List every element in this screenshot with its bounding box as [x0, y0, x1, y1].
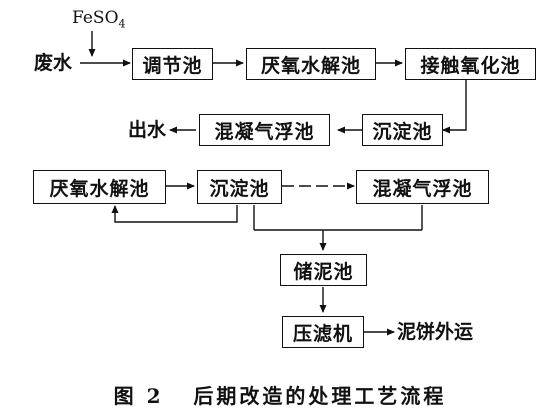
node-coag-flotation-2: 混凝气浮池: [356, 170, 489, 204]
node-sedimentation-2: 沉淀池: [197, 170, 282, 204]
node-contact-oxidation: 接触氧化池: [405, 48, 536, 80]
return-arrow: [111, 205, 238, 223]
outlet-label: 出水: [128, 119, 167, 141]
figure-title: 后期改造的处理工艺流程: [193, 384, 447, 408]
node-anaerobic-hydrolysis-1: 厌氧水解池: [246, 48, 376, 80]
figure-caption: 图 2 后期改造的处理工艺流程: [0, 380, 560, 409]
node-regulating-tank: 调节池: [132, 48, 213, 80]
node-sludge-tank: 储泥池: [280, 254, 367, 286]
node-filter-press: 压滤机: [282, 316, 364, 348]
node-anaerobic-hydrolysis-2: 厌氧水解池: [33, 170, 166, 204]
disposal-label: 泥饼外运: [397, 321, 474, 343]
figure-number: 图 2: [113, 384, 164, 408]
node-sedimentation-1: 沉淀池: [362, 114, 443, 146]
input-label: 废水: [34, 52, 73, 74]
arrow-r1-r2: [442, 80, 467, 134]
node-coag-flotation-1: 混凝气浮池: [199, 114, 330, 146]
reagent-label: FeSO4: [72, 8, 126, 31]
